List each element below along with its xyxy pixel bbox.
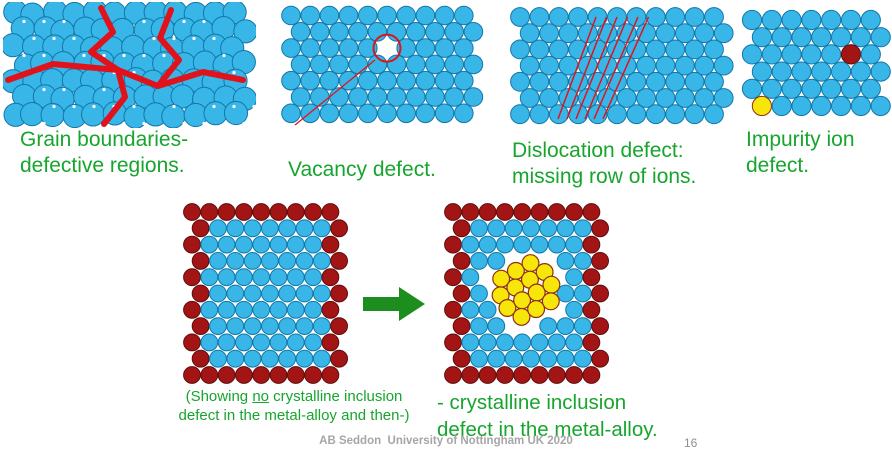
arrow-shape <box>363 287 425 321</box>
atom-grid <box>741 9 891 117</box>
dislocation-label-line2: missing row of ions. <box>512 165 697 188</box>
grain-label-line2: defective regions. <box>20 154 185 177</box>
transform-arrow <box>363 287 425 321</box>
before-caption-line1: (Showing no crystalline inclusion <box>158 387 430 406</box>
dislocation-diagram <box>510 7 734 125</box>
atom-grid <box>444 203 610 384</box>
atom-grid <box>3 2 256 128</box>
grain-boundary-lines <box>5 5 246 127</box>
before-caption-post: crystalline inclusion <box>273 388 403 405</box>
page-number: 16 <box>684 436 698 450</box>
vacancy-ring <box>372 33 402 63</box>
impurity-label-line1: Impurity ion <box>746 128 855 151</box>
impurity-label: Impurity ion defect. <box>746 127 855 179</box>
grain-label-line1: Grain boundaries- <box>20 128 189 151</box>
speckles <box>22 19 256 126</box>
atom-grid <box>183 203 349 384</box>
impurity-label-line2: defect. <box>746 154 810 177</box>
before-caption: (Showing no crystalline inclusion defect… <box>158 387 430 425</box>
after-caption: - crystalline inclusion defect in the me… <box>437 389 658 443</box>
before-caption-pre: (Showing <box>185 388 249 405</box>
dislocation-label-line1: Dislocation defect: <box>512 139 684 162</box>
atom-grid <box>510 7 734 125</box>
after-caption-line1: - crystalline inclusion <box>437 391 627 414</box>
before-caption-no: no <box>252 388 269 405</box>
crystal-after-diagram <box>444 203 610 384</box>
vacancy-pointer-line <box>294 59 376 126</box>
vacancy-diagram <box>281 5 484 126</box>
inclusion-atoms <box>491 254 561 326</box>
grain-boundaries-label: Grain boundaries- defective regions. <box>20 127 188 179</box>
footer-credit: AB Seddon University of Nottingham UK 20… <box>319 435 573 447</box>
crystal-before-diagram <box>183 203 349 384</box>
vacancy-label: Vacancy defect. <box>288 158 436 181</box>
atom-grid <box>281 5 484 124</box>
dislocation-label: Dislocation defect: missing row of ions. <box>512 138 696 190</box>
impurity-diagram <box>741 9 891 117</box>
after-caption-line2: defect in the metal-alloy. <box>437 418 658 441</box>
dislocation-lines <box>557 16 650 120</box>
before-caption-line2: defect in the metal-alloy and then-) <box>178 407 410 424</box>
grain-boundaries-diagram <box>3 2 256 128</box>
